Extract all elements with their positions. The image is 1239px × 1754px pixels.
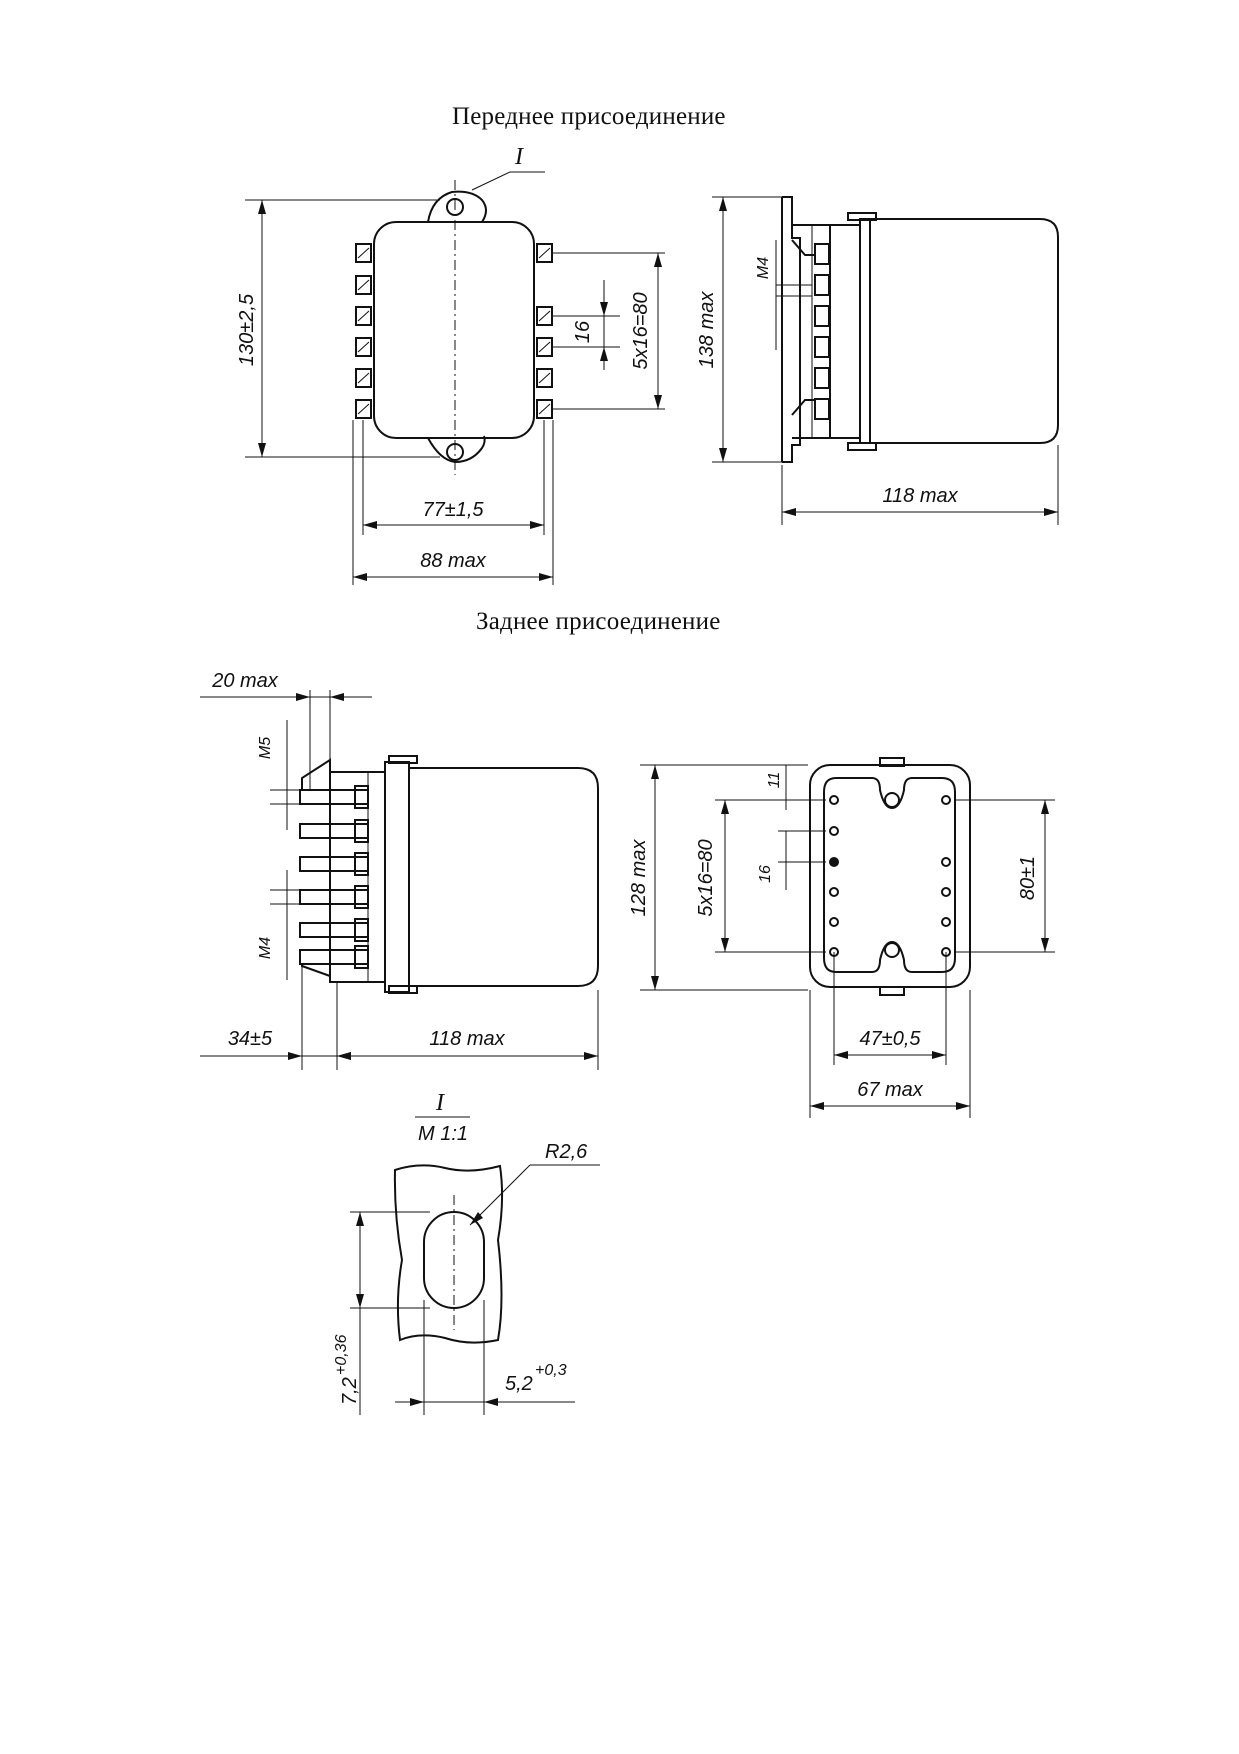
rear-length-dim: 118 max xyxy=(429,1028,505,1050)
detail-slot-width-tol: +0,3 xyxy=(535,1362,567,1379)
rear-end-view: 128 max 5x16=80 16 11 80±1 47±0,5 xyxy=(628,757,1055,1118)
front-top-ear xyxy=(427,190,487,223)
offset-dim: 34±5 xyxy=(228,1028,273,1050)
end-bottom-hole xyxy=(884,942,900,958)
thread-m4-dim: M4 xyxy=(257,937,274,959)
heading-front-connection: Переднее присоединение xyxy=(452,103,726,130)
side-terminals xyxy=(791,239,830,420)
end-pitch-dim: 16 xyxy=(757,865,774,883)
end-pitch-total-dim: 5x16=80 xyxy=(695,839,717,916)
thread-m5-dim: M5 xyxy=(257,737,274,759)
detail-slot xyxy=(423,1211,485,1309)
detail-scale: M 1:1 xyxy=(418,1123,468,1145)
side-height-dim: 138 max xyxy=(696,291,718,369)
front-bottom-ear xyxy=(427,435,486,464)
end-width-max-dim: 67 max xyxy=(857,1079,924,1101)
detail-slot-length: 7,2 xyxy=(339,1377,361,1405)
width-max-dim: 88 max xyxy=(420,550,487,572)
end-height-mount-dim: 80±1 xyxy=(1017,856,1039,900)
pitch-dim: 16 xyxy=(572,320,594,343)
detail-view: I M 1:1 R2,6 7,2 +0,36 5,2 +0,3 xyxy=(333,1090,600,1415)
width-mount-dim: 77±1,5 xyxy=(422,499,484,521)
side-length-dim: 118 max xyxy=(882,485,958,507)
pitch-total-dim: 5x16=80 xyxy=(630,292,652,369)
end-height-dim: 128 max xyxy=(628,839,650,917)
rear-pins xyxy=(299,758,369,982)
rear-body xyxy=(409,767,599,987)
detail-title-ref: I xyxy=(435,1090,445,1116)
end-top-mark: 11 xyxy=(766,772,783,789)
front-side-view: 138 max M4 118 max xyxy=(696,196,1059,525)
side-thread-dim: M4 xyxy=(755,257,772,279)
detail-leader xyxy=(471,171,511,191)
end-terminals xyxy=(829,795,951,957)
detail-ref-label: I xyxy=(514,144,524,170)
rear-side-view: 20 max M5 M4 34±5 118 max xyxy=(200,670,599,1070)
detail-slot-width: 5,2 xyxy=(505,1373,533,1395)
front-right-terminals xyxy=(536,243,553,419)
detail-slot-length-tol: +0,36 xyxy=(333,1334,350,1375)
end-top-hole xyxy=(884,792,900,808)
detail-radius-dim: R2,6 xyxy=(545,1141,588,1163)
front-view: I 130±2,5 5x16=80 16 77±1,5 xyxy=(236,144,665,585)
end-width-mount-dim: 47±0,5 xyxy=(859,1028,921,1050)
detail-plate xyxy=(393,1164,504,1344)
front-left-terminals xyxy=(355,243,372,419)
heading-rear-connection: Заднее присоединение xyxy=(476,608,721,635)
front-body xyxy=(373,221,535,439)
side-flange xyxy=(782,196,801,463)
pin-length-dim: 20 max xyxy=(211,670,279,692)
height-dim: 130±2,5 xyxy=(236,293,258,366)
side-body xyxy=(870,218,1059,444)
